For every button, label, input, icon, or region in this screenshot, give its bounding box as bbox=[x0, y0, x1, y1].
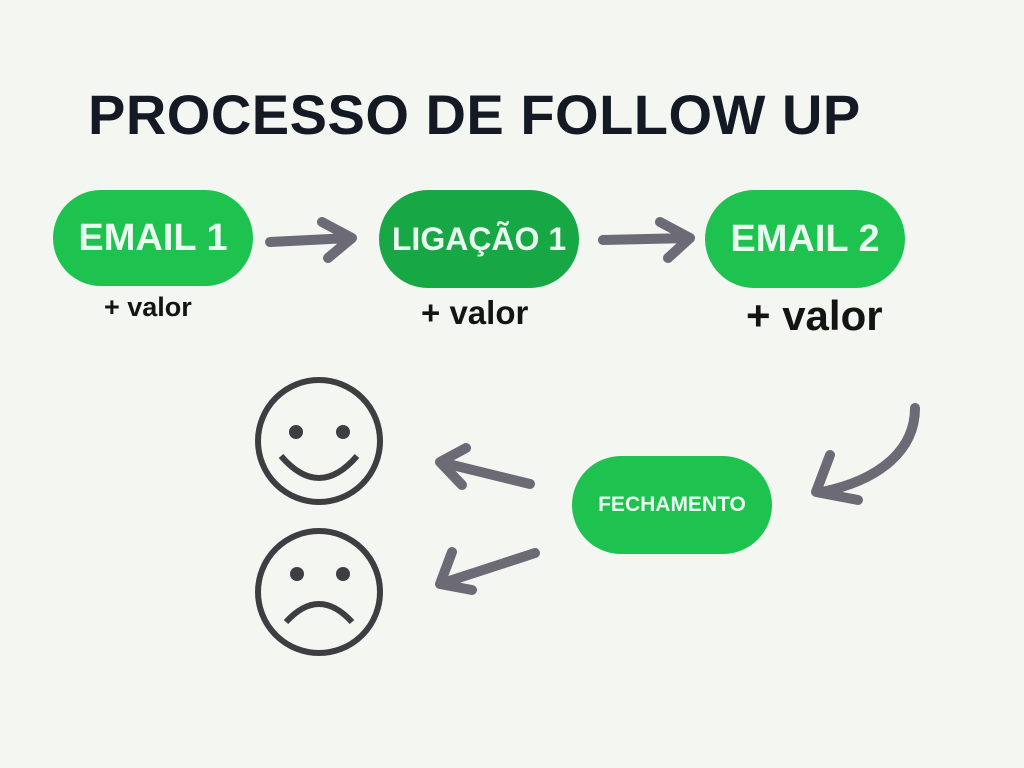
closing-label: FECHAMENTO bbox=[598, 493, 746, 516]
curved-arrow-icon bbox=[811, 403, 920, 505]
step-email-1: EMAIL 1 bbox=[53, 190, 253, 286]
step-label: LIGAÇÃO 1 bbox=[391, 220, 567, 257]
step-note: + valor bbox=[746, 292, 883, 339]
step-email-2: EMAIL 2 bbox=[705, 190, 905, 288]
step-ligacao-1: LIGAÇÃO 1 bbox=[379, 190, 579, 288]
arrow-left-icon bbox=[435, 547, 540, 595]
arrow-right-icon bbox=[598, 217, 695, 263]
happy-face-icon bbox=[255, 377, 383, 505]
arrow-right-icon bbox=[265, 217, 357, 263]
step-label: EMAIL 2 bbox=[730, 217, 880, 260]
sad-face-icon bbox=[255, 528, 383, 656]
step-note: + valor bbox=[104, 292, 192, 322]
arrow-left-icon bbox=[435, 443, 535, 490]
step-note: + valor bbox=[421, 294, 529, 331]
page-title: PROCESSO DE FOLLOW UP bbox=[88, 83, 861, 146]
closing-step: FECHAMENTO bbox=[572, 456, 772, 554]
step-label: EMAIL 1 bbox=[78, 216, 228, 259]
